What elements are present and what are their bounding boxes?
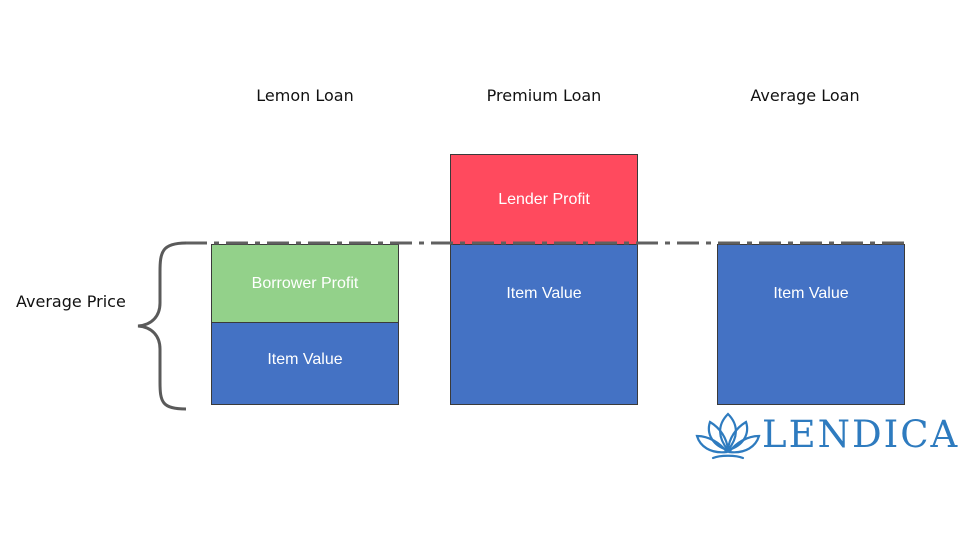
average-item-value-box: Item Value [717,244,905,405]
lemon-borrower-profit-box: Borrower Profit [211,244,399,323]
lemon-item-value-box: Item Value [211,322,399,405]
average-loan-title: Average Loan [750,86,860,105]
lemon-item-value-label: Item Value [267,351,343,368]
average-price-label: Average Price [16,292,126,311]
lendica-logo-wordmark: LENDICA [762,413,960,456]
average-item-value-label: Item Value [773,285,849,302]
lemon-loan-title: Lemon Loan [256,86,354,105]
curly-brace [137,241,187,411]
premium-item-value-label: Item Value [506,285,582,302]
premium-item-value-box: Item Value [450,244,638,405]
borrower-profit-label: Borrower Profit [251,275,359,292]
lender-profit-label: Lender Profit [498,191,590,208]
premium-loan-title: Premium Loan [486,86,602,105]
premium-lender-profit-box: Lender Profit [450,154,638,245]
